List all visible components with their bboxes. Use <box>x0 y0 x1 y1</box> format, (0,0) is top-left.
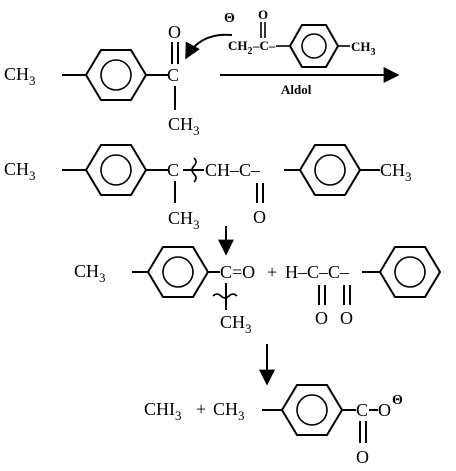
carboxyl-oxygen: O <box>356 447 369 467</box>
cleavage-wavy-line-2 <box>212 293 238 299</box>
adduct-center-carbon: C <box>167 160 179 180</box>
step3-products: CH3 C=O CH3 + H–C–C– O O <box>74 246 442 336</box>
benzene-ring-2 <box>84 144 148 196</box>
benzene-ring-6 <box>280 384 344 436</box>
ketone-carbonyl: C=O <box>220 262 255 282</box>
cleavage-wavy-line <box>191 157 197 183</box>
carboxylate-charge: Θ <box>392 393 403 408</box>
enolate-charge: Θ <box>224 11 235 26</box>
benzene-ring-5 <box>378 246 442 298</box>
carbonyl-oxygen-label: O <box>168 22 181 42</box>
step1-ketone: CH3 C O CH3 <box>4 22 200 138</box>
carboxyl-carbon: C <box>356 400 368 420</box>
enolate-chain: –C– <box>252 38 276 53</box>
glyoxal-oxygen-2: O <box>340 308 353 328</box>
benzene-ring-4 <box>146 246 210 298</box>
adduct-oxygen: O <box>253 207 266 227</box>
step1-enolate: Θ CH2 –C– O CH3 <box>224 7 376 68</box>
ketone-lower-methyl: CH3 <box>220 312 252 336</box>
curved-attack-arrow <box>185 33 233 60</box>
aldol-arrow-label: Aldol <box>281 82 312 97</box>
benzene-ring-3 <box>298 144 362 196</box>
adduct-right-methyl: CH3 <box>380 160 412 184</box>
step2-aldol-adduct: CH3 C CH3 CH–C– O CH3 <box>4 144 412 232</box>
plus-sign-step4: + <box>196 399 206 419</box>
iodoform-label: CHI3 <box>144 399 182 423</box>
step4-products: CHI3 + CH3 C O Θ O <box>144 384 403 467</box>
plus-sign-step3: + <box>267 262 277 282</box>
glyoxal-chain: H–C–C– <box>285 262 350 282</box>
enolate-ring-methyl: CH3 <box>351 39 376 58</box>
lower-methyl-label: CH3 <box>168 114 200 138</box>
adduct-lower-methyl: CH3 <box>168 208 200 232</box>
benzene-ring-1 <box>84 49 148 101</box>
ketone-methyl-label: CH3 <box>4 64 36 88</box>
carbonyl-carbon-label: C <box>167 65 179 85</box>
carboxylate-methyl: CH3 <box>213 399 245 423</box>
glyoxal-oxygen-1: O <box>315 308 328 328</box>
benzene-ring-enolate <box>288 24 340 68</box>
enolate-ch2-label: CH2 <box>228 38 253 57</box>
enolate-oxygen: O <box>258 7 268 22</box>
adduct-left-methyl: CH3 <box>4 159 36 183</box>
ketone-left-methyl: CH3 <box>74 261 106 285</box>
adduct-chain: CH–C– <box>205 160 261 180</box>
carboxylate-oxygen: O <box>378 400 391 420</box>
